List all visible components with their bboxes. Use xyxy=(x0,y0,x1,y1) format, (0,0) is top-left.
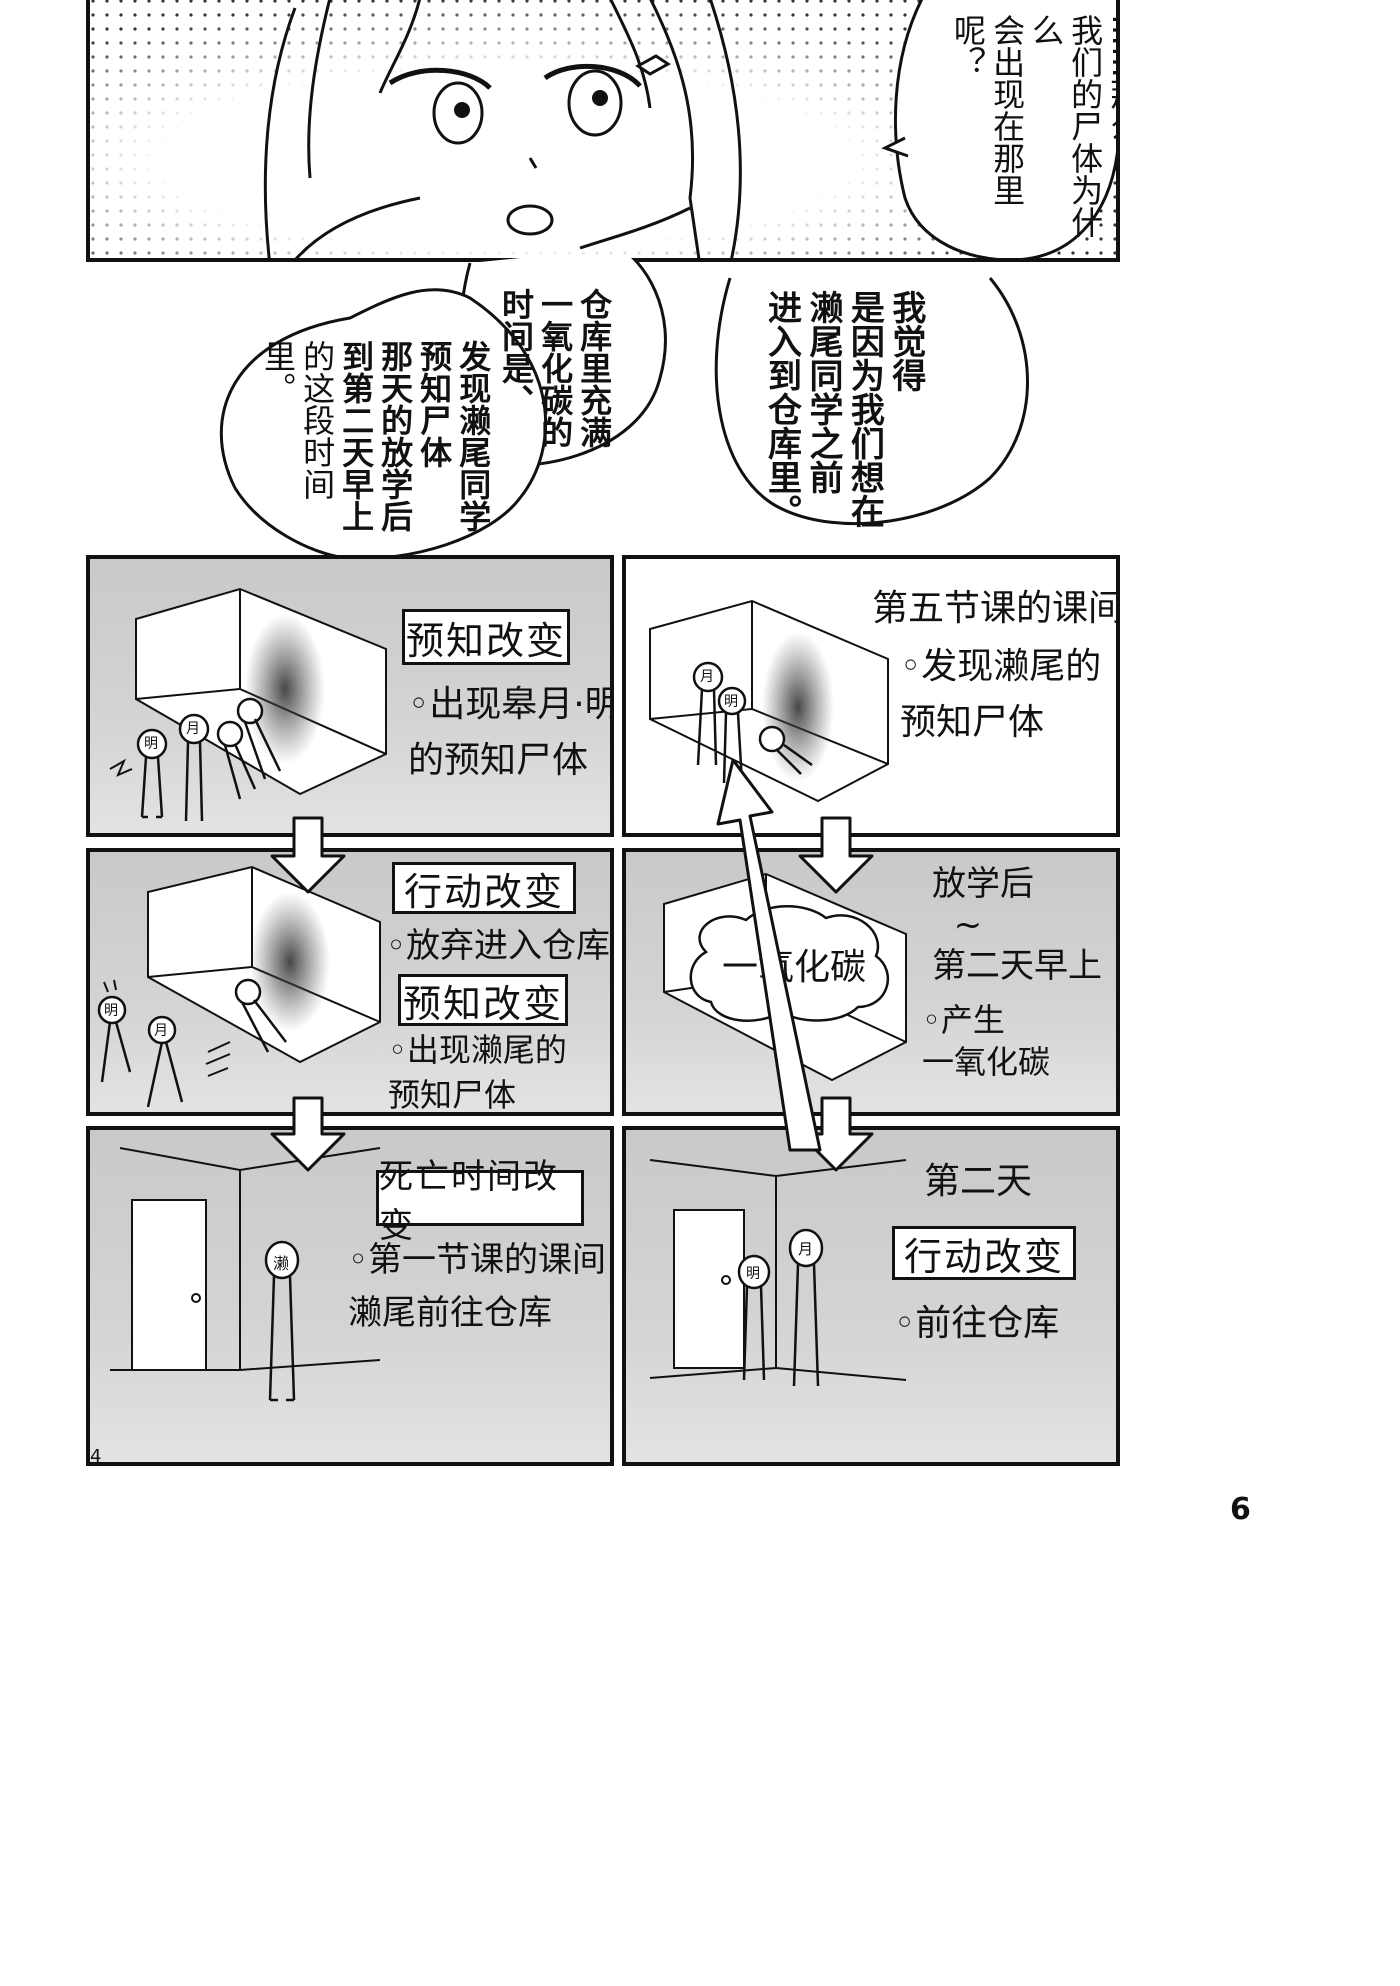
speech-right-line-2: 是因为我们想在 xyxy=(844,290,885,528)
page-number: 6 xyxy=(1230,1492,1251,1527)
note-left-3: ◦第一节课的课间 濑尾前往仓库 xyxy=(348,1240,607,1333)
label-prediction-change-1: 预知改变 xyxy=(402,609,570,665)
speech-right-line-4: 进入到仓库里。 xyxy=(761,290,802,528)
margin-number: 4 xyxy=(90,1446,102,1467)
figure-head-lai: 濑 xyxy=(273,1254,290,1273)
room-diagram-lai-body xyxy=(649,599,889,803)
panel-right-2: 一氧化碳 放学后 ~ 第二天早上 ◦产生 一氧化碳 xyxy=(622,848,1120,1116)
figure-head-ming-3: 明 xyxy=(724,694,738,710)
speech-left-upper-line-2: 一氧化碳的 xyxy=(536,288,575,448)
figure-head-yue-2: 月 xyxy=(154,1023,168,1039)
top-speech-line-3: 会出现在那里呢？ xyxy=(949,14,1027,206)
speech-right-text: 我觉得 是因为我们想在 濑尾同学之前 进入到仓库里。 xyxy=(760,290,926,530)
figure-head-ming-2: 明 xyxy=(104,1003,118,1019)
figure-head-yue-3: 月 xyxy=(700,669,714,685)
top-speech-text: ……那么、 我们的尸体为什么 会出现在那里呢？ xyxy=(948,14,1120,254)
heading-right-1: 第五节课的课间 xyxy=(872,588,1120,629)
note-right-2: ◦产生 一氧化碳 xyxy=(922,1001,1051,1081)
room-diagram-one-body xyxy=(97,865,381,1108)
speech-left-bold-line-1: 发现濑尾同学 xyxy=(454,340,493,532)
heading-right-3: 第二天 xyxy=(924,1161,1033,1202)
top-speech-line-2: 我们的尸体为什么 xyxy=(1027,14,1105,238)
label-action-change-2: 行动改变 xyxy=(892,1226,1076,1280)
note-right-3: ◦前往仓库 xyxy=(894,1303,1060,1344)
speech-left-tail-line: 的这段时间里。 xyxy=(259,340,337,500)
figure-head-yue: 月 xyxy=(186,721,200,737)
hallway-diagram-two xyxy=(649,1159,907,1387)
speech-right-line-3: 濑尾同学之前 xyxy=(802,290,843,494)
speech-left-upper-text: 仓库里充满 一氧化碳的 时间是、 xyxy=(496,288,613,488)
cloud-carbon-monoxide: 一氧化碳 xyxy=(722,947,867,988)
middle-speech-bubbles xyxy=(219,258,1029,561)
note-left-2a: ◦放弃进入仓库 xyxy=(386,926,611,966)
note-right-1: ◦发现濑尾的 预知尸体 xyxy=(900,646,1102,743)
girl-face-art xyxy=(90,0,1116,258)
panel-left-2: 明 月 行动改变 ◦放弃进入仓库 预知改变 ◦出现濑尾的 预知尸体 xyxy=(86,848,614,1116)
panel-left-1: 明 月 预知改变 ◦出现皋月·明 的预知尸体 xyxy=(86,555,614,837)
label-action-change-1: 行动改变 xyxy=(392,862,576,914)
label-death-time-change: 死亡时间改变 xyxy=(376,1157,584,1246)
panel-left-3: 濑 死亡时间改变 ◦第一节课的课间 濑尾前往仓库 xyxy=(86,1126,614,1466)
panel-right-3: 明 月 第二天 行动改变 ◦前往仓库 xyxy=(622,1126,1120,1466)
speech-left-bold-line-2: 预知尸体 xyxy=(415,340,454,468)
top-panel: ……那么、 我们的尸体为什么 会出现在那里呢？ xyxy=(86,0,1120,262)
speech-left-lower-text: 发现濑尾同学 预知尸体 那天的放学后 到第二天早上 的这段时间里。 xyxy=(258,340,492,550)
top-speech-line-1: ……那么、 xyxy=(1105,14,1120,174)
note-left-2b: ◦出现濑尾的 预知尸体 xyxy=(388,1031,567,1114)
speech-left-bold-line-4: 到第二天早上 xyxy=(337,340,376,532)
panel-right-1: 月 明 第五节课的课间 ◦发现濑尾的 预知尸体 xyxy=(622,555,1120,837)
figure-head-ming: 明 xyxy=(144,736,158,752)
figure-head-ming-4: 明 xyxy=(746,1266,760,1282)
hallway-diagram-lai xyxy=(110,1147,381,1402)
speech-left-upper-line-1: 仓库里充满 xyxy=(575,288,614,448)
figure-head-yue-4: 月 xyxy=(798,1240,814,1258)
heading-right-2: 放学后 ~ 第二天早上 xyxy=(932,864,1102,986)
speech-right-line-1: 我觉得 xyxy=(885,290,926,392)
room-diagram-two-bodies xyxy=(109,587,387,822)
note-left-1: ◦出现皋月·明 的预知尸体 xyxy=(408,684,614,781)
label-prediction-change-2: 预知改变 xyxy=(398,974,568,1026)
speech-left-upper-line-3: 时间是、 xyxy=(497,288,536,416)
speech-left-bold-line-3: 那天的放学后 xyxy=(376,340,415,532)
